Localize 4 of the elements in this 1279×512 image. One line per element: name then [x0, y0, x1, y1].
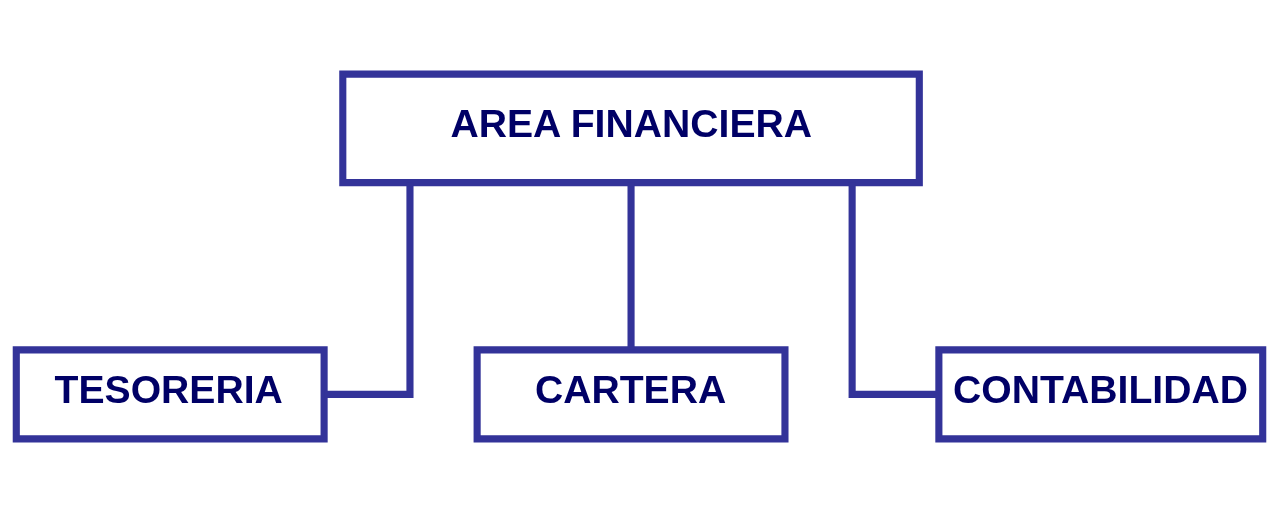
- node-box: CONTABILIDAD: [935, 345, 1267, 442]
- node-box: TESORERIA: [12, 345, 328, 442]
- node-box: AREA FINANCIERA: [339, 70, 923, 186]
- node-box: CARTERA: [473, 345, 789, 442]
